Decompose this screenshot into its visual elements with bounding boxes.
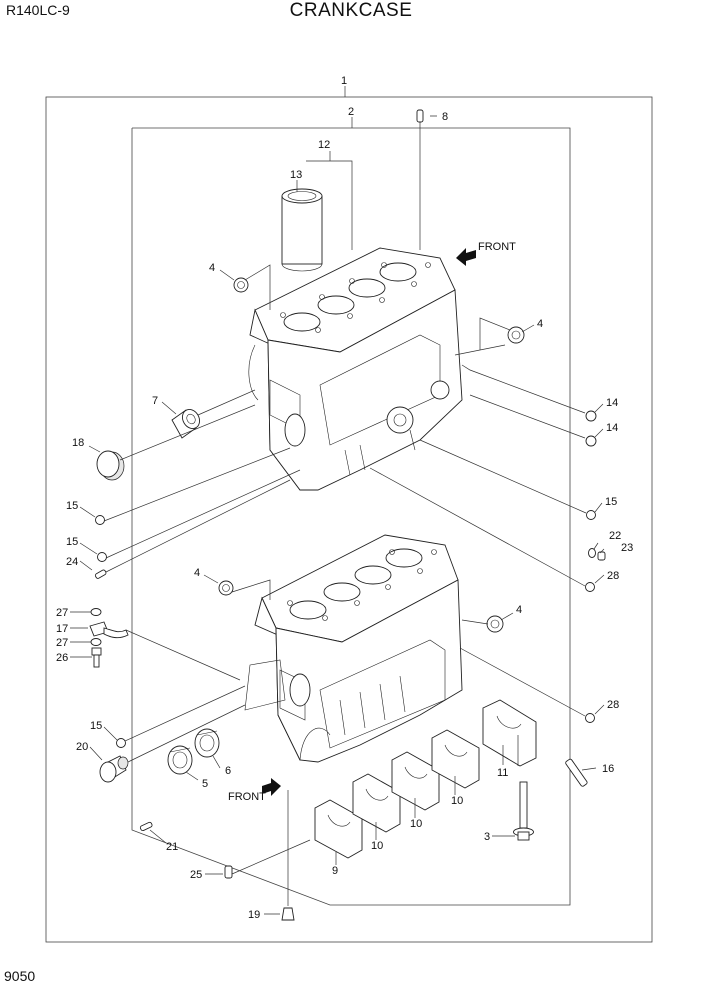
callout-10b: 10 xyxy=(410,818,422,830)
callout-17: 17 xyxy=(56,623,68,635)
cylinder-block-upper xyxy=(248,247,463,491)
callout-10c: 10 xyxy=(371,840,383,852)
bearing-cap-9 xyxy=(314,799,363,859)
callout-21: 21 xyxy=(166,841,178,853)
plug-4d xyxy=(486,615,504,633)
dowel-pin-8 xyxy=(416,109,424,123)
callout-27a: 27 xyxy=(56,607,68,619)
bearing-cap-10b xyxy=(391,751,440,811)
cap-20 xyxy=(99,755,129,783)
callout-1: 1 xyxy=(341,75,347,87)
bearing-cap-11 xyxy=(482,699,537,767)
pin-21 xyxy=(139,821,153,832)
leader-lines xyxy=(70,86,605,915)
callout-27b: 27 xyxy=(56,637,68,649)
callout-4b: 4 xyxy=(537,318,543,330)
plug-15b xyxy=(97,552,107,562)
assembly-frame-outer xyxy=(45,96,653,943)
callout-26: 26 xyxy=(56,652,68,664)
cylinder-block-lower xyxy=(244,534,463,763)
callout-4d: 4 xyxy=(516,604,522,616)
bearing-cap-10a xyxy=(352,773,401,833)
washer-22 xyxy=(588,548,596,558)
callout-22: 22 xyxy=(609,530,621,542)
washer-27b xyxy=(90,638,102,646)
callout-25: 25 xyxy=(190,869,202,881)
front-label-bottom: FRONT xyxy=(228,791,266,803)
washer-27a xyxy=(90,608,102,616)
callout-7: 7 xyxy=(152,395,158,407)
model-number: R140LC-9 xyxy=(6,2,70,18)
callout-3: 3 xyxy=(484,831,490,843)
plug-15a xyxy=(95,515,105,525)
callout-20: 20 xyxy=(76,741,88,753)
plug-14b xyxy=(585,435,597,447)
callout-13: 13 xyxy=(290,169,302,181)
callout-15b: 15 xyxy=(66,536,78,548)
plug-14a xyxy=(585,410,597,422)
callout-14b: 14 xyxy=(606,422,618,434)
callout-24: 24 xyxy=(66,556,78,568)
plug-19 xyxy=(281,907,295,921)
callout-15c: 15 xyxy=(605,496,617,508)
bushing-7 xyxy=(171,409,200,439)
callout-28a: 28 xyxy=(607,570,619,582)
dowel-25 xyxy=(224,865,233,879)
plug-4b xyxy=(507,326,525,344)
front-label-top: FRONT xyxy=(478,241,516,253)
pin-24 xyxy=(94,569,107,579)
bushing-6 xyxy=(194,728,220,758)
plug-15c xyxy=(586,510,596,520)
callout-18: 18 xyxy=(72,437,84,449)
bearing-cap-10c xyxy=(431,729,480,789)
callout-5: 5 xyxy=(202,778,208,790)
callout-15d: 15 xyxy=(90,720,102,732)
callout-4c: 4 xyxy=(194,567,200,579)
callout-4a: 4 xyxy=(209,262,215,274)
plug-28a xyxy=(585,582,595,592)
bolt-3 xyxy=(513,781,534,841)
callout-9: 9 xyxy=(332,865,338,877)
front-arrow-bottom xyxy=(262,778,281,796)
bushing-5 xyxy=(167,745,193,775)
page-number: 9050 xyxy=(4,968,36,984)
callout-2: 2 xyxy=(348,106,354,118)
callout-6: 6 xyxy=(225,765,231,777)
assembly-frame-inner xyxy=(131,127,571,906)
callout-28b: 28 xyxy=(607,699,619,711)
callout-23: 23 xyxy=(621,542,633,554)
plug-4c xyxy=(218,580,234,596)
callout-19: 19 xyxy=(248,909,260,921)
callout-8: 8 xyxy=(442,111,448,123)
cap-18 xyxy=(96,450,125,481)
plug-15d xyxy=(116,738,126,748)
cylinder-liner-13 xyxy=(281,188,323,272)
oil-pipe-17 xyxy=(89,621,129,639)
callout-11: 11 xyxy=(497,767,508,779)
callout-16: 16 xyxy=(602,763,614,775)
plug-4a xyxy=(233,277,249,293)
callout-10a: 10 xyxy=(451,795,463,807)
callout-15a: 15 xyxy=(66,500,78,512)
callout-12: 12 xyxy=(318,139,330,151)
callout-14a: 14 xyxy=(606,397,618,409)
plug-23 xyxy=(597,551,606,561)
page-title: CRANKCASE xyxy=(289,0,413,21)
front-arrow-top xyxy=(456,248,476,266)
plug-28b xyxy=(585,713,595,723)
bolt-26 xyxy=(91,647,102,668)
seal-strip-16 xyxy=(565,758,588,787)
